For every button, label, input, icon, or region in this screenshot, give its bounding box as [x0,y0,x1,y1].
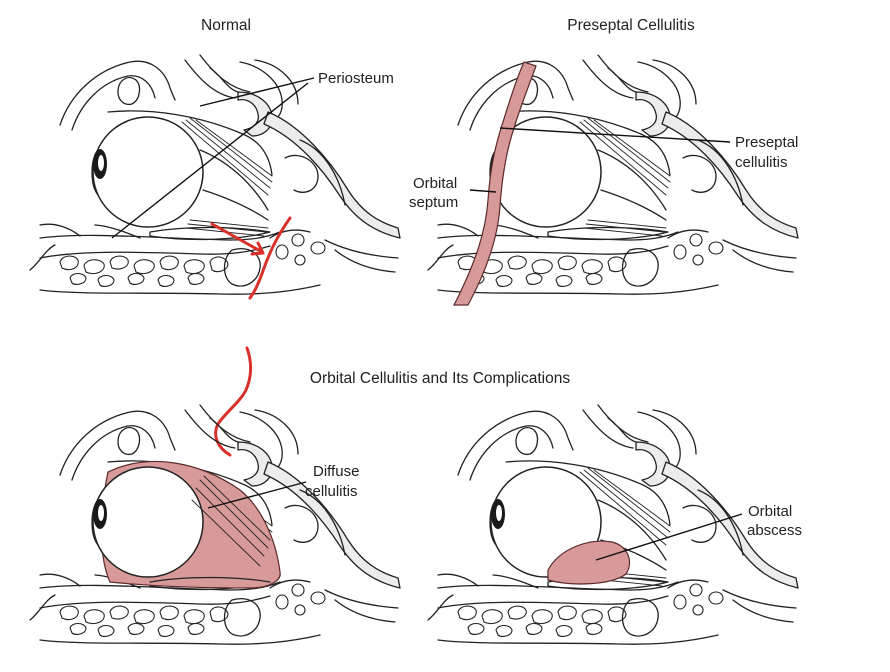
leader-abscess [595,513,743,561]
preseptal-inflammation [453,61,537,306]
label-diffuse-line1: Diffuse [313,463,359,480]
label-septum-line1: Orbital [413,175,457,192]
panel-abscess: Orbital abscess [427,404,802,645]
label-abscess-line2: abscess [747,522,802,539]
label-preseptal-line2: cellulitis [735,154,788,171]
label-septum-line2: septum [409,194,458,211]
title-normal: Normal [201,17,251,34]
title-orbital-cellulitis: Orbital Cellulitis and Its Complications [310,370,570,387]
panel-normal: Periosteum [29,54,401,300]
annotation-arrowhead [250,241,265,256]
orbital-abscess [547,540,631,585]
leader-periosteum-upper [199,77,315,107]
leader-septum [469,189,497,193]
label-diffuse-line2: cellulitis [305,483,358,500]
panel-diffuse: Diffuse cellulitis [29,404,401,645]
label-abscess-line1: Orbital [748,503,792,520]
annotation-arrow [210,222,264,254]
annotation-curve-upper [248,216,292,300]
leader-diffuse [207,481,307,509]
leader-periosteum-lower [111,82,309,239]
panel-preseptal: Preseptal cellulitis Orbital septum [409,54,799,306]
title-preseptal-cellulitis: Preseptal Cellulitis [567,17,695,34]
leader-preseptal [499,127,731,143]
label-periosteum: Periosteum [318,70,394,87]
label-preseptal-line1: Preseptal [735,134,798,151]
